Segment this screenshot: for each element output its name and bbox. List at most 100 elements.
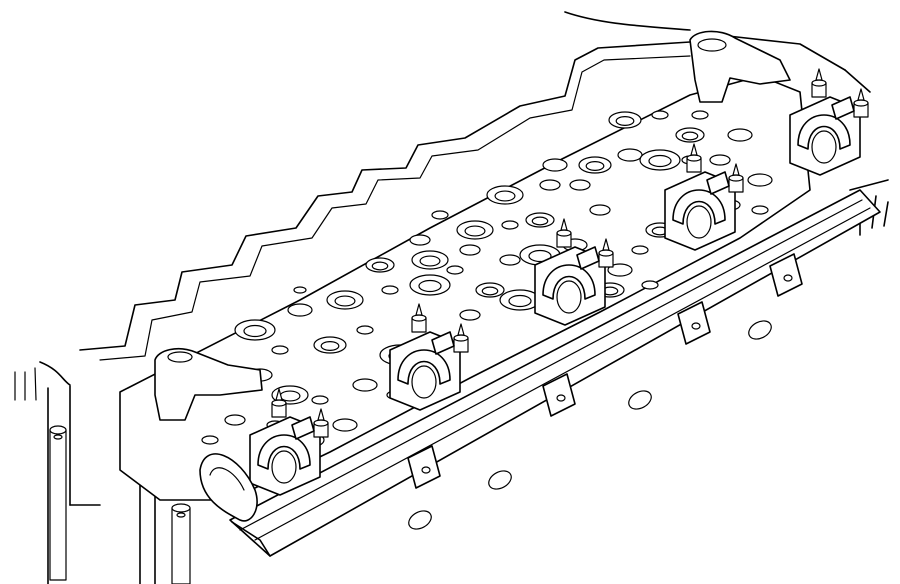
deck-hole-inner [528,249,552,263]
flange-tab-hole [783,274,793,282]
deck-hole [525,212,555,228]
rocker-nut-top [313,419,329,427]
deck-hole [293,286,307,294]
deck-hole [313,336,347,354]
deck-hole-inner [585,161,605,172]
gasket-inner-edge [99,55,691,361]
rail-bore [628,390,652,410]
deck-hole [499,254,521,266]
rail-bore [488,470,512,490]
deck-hole [542,158,568,172]
deck-hole [224,414,246,426]
deck-hole [501,220,519,230]
flange-tab-hole [421,466,431,474]
deck-hole [631,245,649,255]
deck-hole-inner [648,154,672,168]
rail-bore [408,510,432,530]
deck-hole [446,265,464,275]
deck-hole [381,285,399,295]
deck-hole [608,111,642,129]
deck-hole [352,378,378,392]
rocker-wedge [576,246,600,270]
deck-hole [569,179,591,191]
deck-hole [539,179,561,191]
deck-hole [709,154,731,166]
deck-hole [456,220,494,240]
deck-hole [607,263,633,277]
deck-hole [409,274,451,296]
deck-hole [287,303,313,317]
engine-block-lines [14,11,889,584]
head-gasket-outline [79,41,691,351]
rocker-assembly [789,68,869,176]
deck-holes-group [201,110,773,448]
block-studs-left [49,425,191,584]
deck-hole-inner [320,341,340,352]
flange-tab-hole [556,394,566,402]
deck-hole [271,345,289,355]
stud-tip [815,68,823,81]
rocker-nut-top [411,314,427,322]
rocker-arch [542,264,596,300]
deck-hole [411,250,449,270]
rocker-bore [556,280,582,314]
lift-bracket-left [154,348,263,421]
deck-hole-inner [615,115,635,126]
deck-hole [486,185,524,205]
deck-hole [431,210,449,220]
rocker-nut-top [728,174,744,182]
rocker-assembly [664,143,744,251]
deck-hole [651,110,669,120]
deck-hole [356,325,374,335]
rocker-nut-top [598,249,614,257]
rocker-bore [811,130,837,164]
deck-hole-inner [464,225,486,237]
deck-hole-inner [681,131,699,141]
rocker-nut-top [271,399,287,407]
deck-hole-inner [531,216,549,226]
rocker-bore [686,205,712,239]
rocker-assembly [534,218,614,326]
deck-hole-inner [334,295,356,307]
deck-hole [639,149,681,171]
rocker-assembly [249,388,329,496]
deck-hole [589,204,611,216]
deck-hole [691,110,709,120]
rocker-assemblies-group [249,68,869,496]
deck-hole-inner [508,294,532,308]
deck-hole [311,395,329,405]
rocker-arch [672,189,726,225]
rocker-arch [257,434,311,470]
flange-tabs-group [407,253,803,530]
rocker-bore [411,365,437,399]
lift-bracket-right [689,30,791,103]
rocker-nut-top [811,79,827,87]
rocker-arch [797,114,851,150]
head-front-flange [229,189,881,557]
deck-hole [234,319,276,341]
deck-hole [675,127,705,143]
deck-hole [617,148,643,162]
deck-hole [578,156,612,174]
deck-hole [641,280,659,290]
deck-hole [475,282,505,298]
rocker-bore [271,450,297,484]
rocker-nut-top [686,154,702,162]
deck-hole [365,257,395,273]
stud-tip [857,88,865,101]
stud-tip [732,163,740,176]
stud-tip [457,323,465,336]
stud-tip [560,218,568,231]
stud-tip [690,143,698,156]
deck-hole [201,435,219,445]
rocker-nut-top [453,334,469,342]
deck-hole [747,173,773,187]
stud-tip [317,408,325,421]
rocker-wedge [291,416,315,440]
rocker-assembly [389,303,469,411]
deck-hole [459,244,481,256]
rocker-wedge [431,331,455,355]
stud-tip [415,303,423,316]
